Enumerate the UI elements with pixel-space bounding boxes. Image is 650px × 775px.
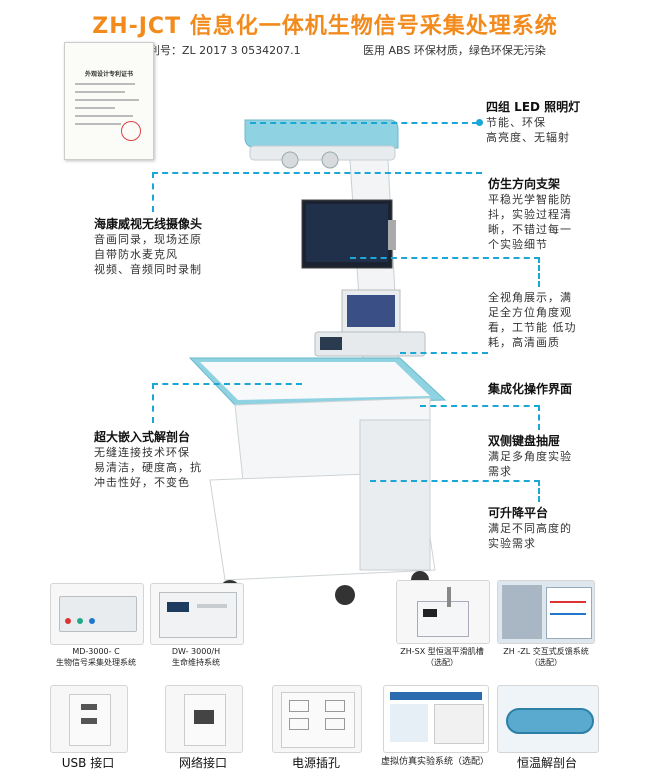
callout-line-lift <box>370 480 540 482</box>
patent-certificate: 外观设计专利证书 <box>64 42 154 160</box>
accessory-model: ZH -ZL 交互式反馈系统 <box>503 647 589 656</box>
feature-camera-title: 海康威视无线摄像头 <box>94 217 203 231</box>
accessory-name: （选配） <box>426 658 458 667</box>
feature-display-line: 足全方位角度观 <box>488 306 572 319</box>
feature-camera-line: 自带防水麦克风 <box>94 248 178 261</box>
feature-lift: 可升降平台 满足不同高度的 实验需求 <box>488 504 572 551</box>
certificate-heading: 外观设计专利证书 <box>84 71 133 78</box>
accessory-feedback-image <box>497 580 595 644</box>
usb-port-image <box>50 685 128 753</box>
feature-keyboard: 双侧键盘抽屉 满足多角度实验 需求 <box>488 432 572 479</box>
patent-number: 专利号：ZL 2017 3 0534207.1 <box>138 44 301 57</box>
accessory-model: MD-3000- C <box>72 647 120 656</box>
accessory-model: ZH-SX 型恒温平滑肌槽 <box>400 647 484 656</box>
feature-keyboard-line: 满足多角度实验 <box>488 450 572 463</box>
feature-ui-title: 集成化操作界面 <box>488 382 573 396</box>
network-port-label: 网络接口 <box>178 756 227 770</box>
callout-line-lift-v <box>538 480 540 502</box>
feature-dissect-title: 超大嵌入式解剖台 <box>94 430 191 444</box>
feature-camera: 海康威视无线摄像头 音画同录，现场还原 自带防水麦克风 视频、音频同时录制 <box>94 215 202 277</box>
feature-display-line: 看，工节能 低功 <box>488 321 577 334</box>
usb-port-label: USB 接口 <box>61 756 115 770</box>
callout-line-display <box>350 257 540 259</box>
feature-display-line: 耗，高清画质 <box>488 336 560 349</box>
power-socket-image <box>272 685 362 753</box>
feature-display: 全视角展示，满 足全方位角度观 看，工节能 低功 耗，高清画质 <box>488 290 577 350</box>
accessory-dw3000-image <box>150 583 244 645</box>
feature-bionic: 仿生方向支架 平稳光学智能防 抖，实验过程清 晰，不错过每一 个实验细节 <box>488 175 572 252</box>
material-note: 医用 ABS 环保材质，绿色环保无污染 <box>363 44 546 57</box>
accessory-bath-image <box>396 580 490 644</box>
feature-led-title: 四组 LED 照明灯 <box>486 100 581 114</box>
accessory-caption: DW- 3000/H 生命维持系统 <box>140 646 252 668</box>
accessory-md3000-image <box>50 583 144 645</box>
feature-camera-line: 视频、音频同时录制 <box>94 263 202 276</box>
feature-keyboard-line: 需求 <box>488 465 512 478</box>
feature-bionic-line: 晰，不错过每一 <box>488 223 572 236</box>
feature-dissect-line: 易清洁，硬度高，抗 <box>94 461 202 474</box>
feature-bionic-line: 平稳光学智能防 <box>488 193 572 206</box>
callout-line-display-v <box>538 257 540 287</box>
feature-lift-title: 可升降平台 <box>488 506 549 520</box>
accessory-caption: ZH -ZL 交互式反馈系统 （选配） <box>490 646 602 668</box>
callout-line-keyboard-v <box>538 405 540 430</box>
callout-line-camera <box>152 172 154 212</box>
accessory-caption: ZH-SX 型恒温平滑肌槽 （选配） <box>386 646 498 668</box>
machine-illustration <box>188 119 447 605</box>
callout-dot-led <box>476 119 483 126</box>
feature-camera-line: 音画同录，现场还原 <box>94 233 202 246</box>
feature-bionic-line: 抖，实验过程清 <box>488 208 572 221</box>
callout-line-dissect-v <box>152 383 154 423</box>
callout-line-dissect <box>152 383 302 385</box>
accessory-model: DW- 3000/H <box>171 647 221 656</box>
feature-display-line: 全视角展示，满 <box>488 291 572 304</box>
feature-dissect: 超大嵌入式解剖台 无缝连接技术环保 易清洁，硬度高，抗 冲击性好，不变色 <box>94 428 202 490</box>
feature-led-line: 高亮度、无辐射 <box>486 131 570 144</box>
callout-line-led <box>250 122 478 124</box>
power-socket-label: 电源插孔 <box>291 756 340 770</box>
feature-bionic-line: 个实验细节 <box>488 238 548 251</box>
accessory-caption: MD-3000- C 生物信号采集处理系统 <box>40 646 152 668</box>
feature-dissect-line: 冲击性好，不变色 <box>94 476 190 489</box>
accessory-name: （选配） <box>530 658 562 667</box>
page-title: ZH-JCT 信息化一体机生物信号采集处理系统 <box>92 14 558 39</box>
thermostatic-table-label: 恒温解剖台 <box>516 756 577 770</box>
callout-line-ui <box>400 352 488 354</box>
feature-lift-line: 实验需求 <box>488 537 536 550</box>
feature-bionic-title: 仿生方向支架 <box>488 177 561 191</box>
network-port-image <box>165 685 243 753</box>
accessory-name: 生物信号采集处理系统 <box>56 658 136 667</box>
feature-led-line: 节能、环保 <box>486 116 546 129</box>
callout-line-keyboard <box>420 405 540 407</box>
virtual-sim-label: 虚拟仿真实验系统（选配） <box>380 757 489 767</box>
seal-icon <box>121 121 141 141</box>
accessory-name: 生命维持系统 <box>172 658 220 667</box>
feature-keyboard-title: 双侧键盘抽屉 <box>488 434 561 448</box>
callout-line-bionic <box>152 172 482 174</box>
virtual-sim-image <box>383 685 489 753</box>
thermostatic-table-image <box>497 685 599 753</box>
feature-dissect-line: 无缝连接技术环保 <box>94 446 190 459</box>
feature-led: 四组 LED 照明灯 节能、环保 高亮度、无辐射 <box>486 98 580 145</box>
feature-lift-line: 满足不同高度的 <box>488 522 572 535</box>
